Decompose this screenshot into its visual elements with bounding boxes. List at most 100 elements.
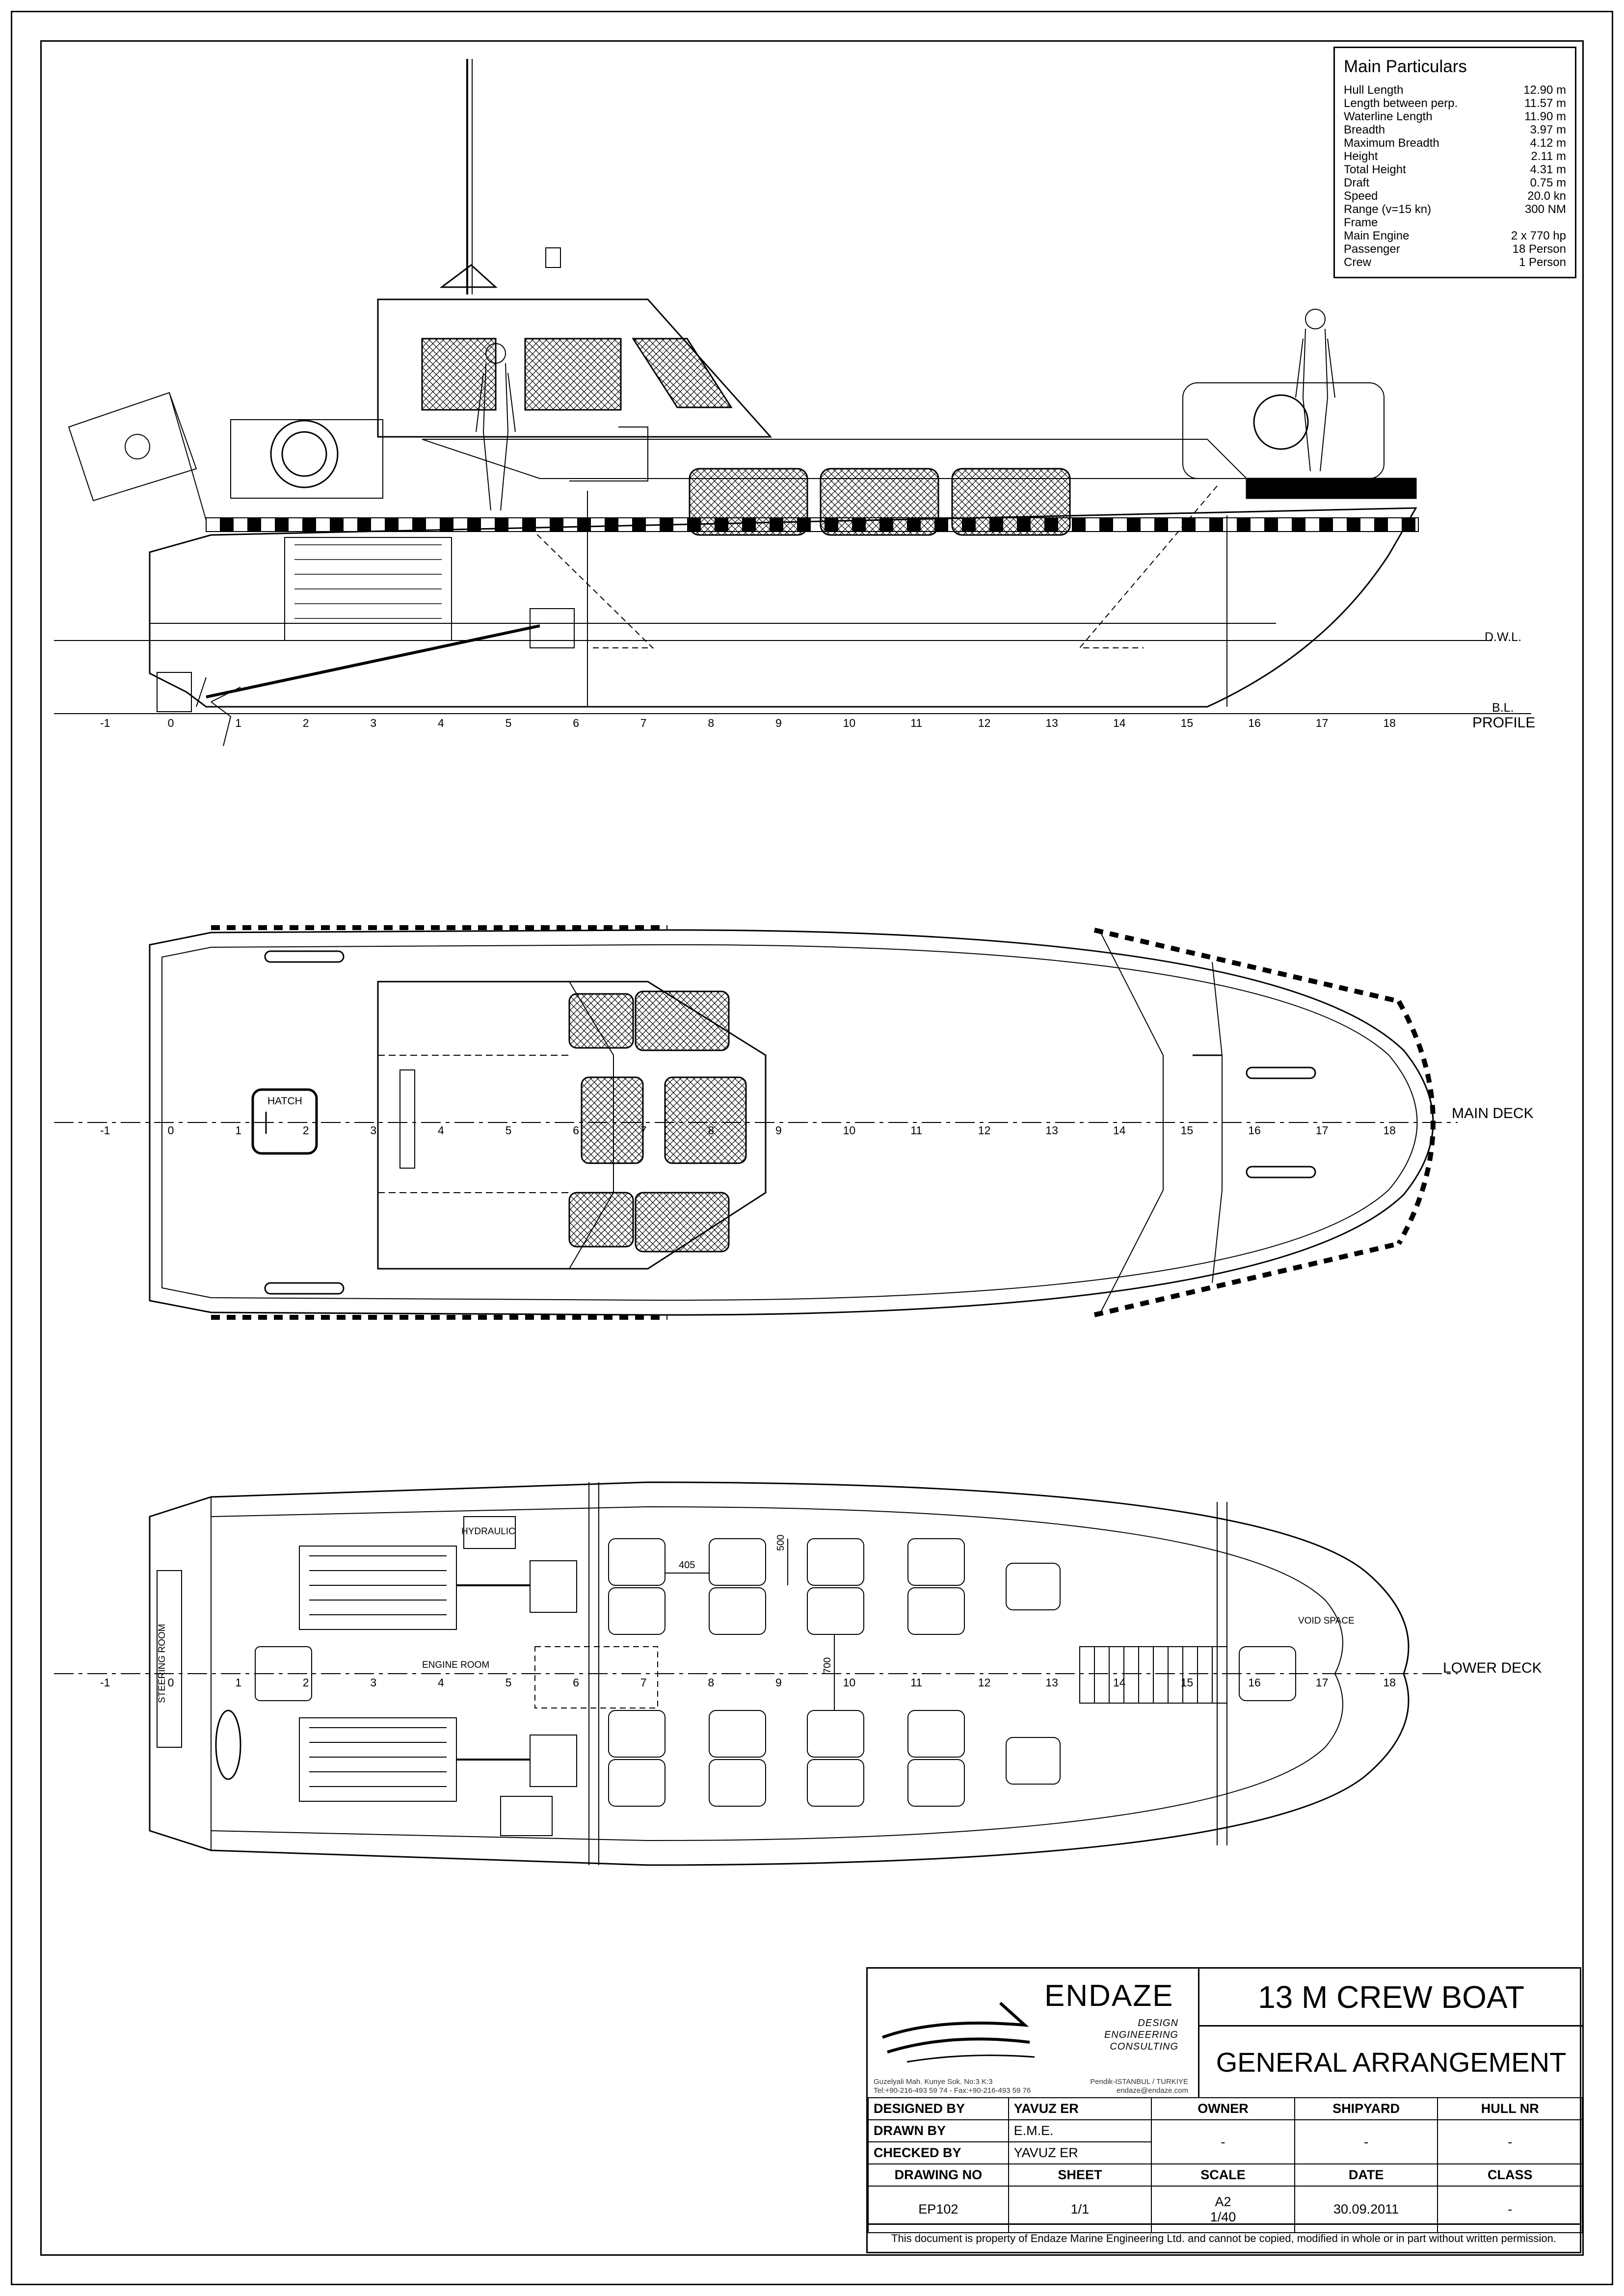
tagline-1: DESIGN xyxy=(1138,2018,1178,2029)
roof-window-2 xyxy=(635,990,730,1051)
company-contact: Pendik-ISTANBUL / TURKIYE endaze@endaze.… xyxy=(1090,2078,1188,2095)
bl-label: B.L. xyxy=(1492,701,1514,715)
person-figure-1 xyxy=(476,343,516,511)
aft-lifebuoy xyxy=(270,420,339,488)
lower-deck-frame-number: 4 xyxy=(438,1676,444,1689)
profile-frame-number: 18 xyxy=(1383,717,1396,729)
outer-border xyxy=(11,11,1613,2285)
window-3 xyxy=(632,338,733,408)
drawn-by-label: DRAWN BY xyxy=(868,2119,1009,2142)
particular-label: Height xyxy=(1344,150,1378,163)
aft-rail xyxy=(230,419,383,499)
lower-deck-frame-number: 17 xyxy=(1315,1676,1329,1689)
profile-frame-number: 7 xyxy=(640,717,647,729)
person-figure-2 xyxy=(1295,309,1335,472)
main-deck-frame-number: 3 xyxy=(370,1124,377,1137)
propeller-shaft xyxy=(206,624,540,698)
particular-label: Main Engine xyxy=(1344,229,1410,242)
particular-value: 11.90 m xyxy=(1524,110,1566,123)
project-title: 13 M CREW BOAT xyxy=(1199,1969,1583,2027)
lower-deck-frame-number: 14 xyxy=(1113,1676,1126,1689)
particular-label: Crew xyxy=(1344,256,1372,269)
particular-label: Speed xyxy=(1344,189,1378,203)
profile-frame-number: 6 xyxy=(573,717,579,729)
particular-value: 2.11 m xyxy=(1531,150,1566,163)
main-deck-frame-number: 1 xyxy=(235,1124,241,1137)
date-value: 30.09.2011 xyxy=(1294,2186,1438,2233)
lower-deck-frame-number: 18 xyxy=(1383,1676,1396,1689)
main-deck-frame-number: 12 xyxy=(978,1124,991,1137)
rudder xyxy=(157,672,192,712)
main-deck-frame-number: 16 xyxy=(1248,1124,1261,1137)
void-hatch xyxy=(1239,1646,1296,1701)
particular-row: Waterline Length 11.90 m xyxy=(1344,110,1566,123)
particular-value: 4.12 m xyxy=(1530,136,1566,150)
particular-label: Hull Length xyxy=(1344,83,1404,97)
lower-deck-frame-number: 10 xyxy=(843,1676,856,1689)
lower-deck-frame-number: 16 xyxy=(1248,1676,1261,1689)
hull-nr-value: - xyxy=(1437,2119,1583,2164)
drawing-no-value: EP102 xyxy=(868,2186,1009,2233)
lower-deck-frame-number: 3 xyxy=(370,1676,377,1689)
particular-row: Range (v=15 kn)300 NM xyxy=(1344,203,1566,216)
particular-value: 3.97 m xyxy=(1530,123,1566,136)
lower-deck-view xyxy=(54,1481,1458,1866)
tank-box xyxy=(255,1646,312,1701)
particular-label: Frame xyxy=(1344,216,1378,229)
particular-value: 18 Person xyxy=(1512,242,1566,256)
owner-label: OWNER xyxy=(1151,2097,1295,2120)
lower-deck-frame-number: 7 xyxy=(640,1676,647,1689)
main-deck-frame-number: 17 xyxy=(1315,1124,1329,1137)
shipyard-value: - xyxy=(1294,2119,1438,2164)
main-deck-frame-number: -1 xyxy=(100,1124,110,1137)
scale-value: A2 1/40 xyxy=(1151,2186,1295,2233)
bow-lifebuoy xyxy=(1253,394,1309,450)
designed-by-label: DESIGNED BY xyxy=(868,2097,1009,2120)
particular-label: Breadth xyxy=(1344,123,1385,136)
lower-deck-frame-number: 12 xyxy=(978,1676,991,1689)
particular-row: Height 2.11 m xyxy=(1344,150,1566,163)
roof-window-1 xyxy=(568,993,634,1049)
profile-view-label: PROFILE xyxy=(1472,715,1536,731)
particular-value: 11.57 m xyxy=(1524,97,1566,110)
lower-deck-frame-number: -1 xyxy=(100,1676,110,1689)
sheet-label: SHEET xyxy=(1008,2163,1152,2187)
fender-stripe xyxy=(206,517,1419,532)
drawn-by-value: E.M.E. xyxy=(1008,2119,1152,2142)
particular-row: Length between perp. 11.57 m xyxy=(1344,97,1566,110)
hull-nr-label: HULL NR xyxy=(1437,2097,1583,2120)
lower-deck-frame-number: 8 xyxy=(708,1676,715,1689)
rudder-stock xyxy=(215,1709,241,1780)
particular-row: Breadth 3.97 m xyxy=(1344,123,1566,136)
owner-value: - xyxy=(1151,2119,1295,2164)
profile-view xyxy=(54,59,1531,747)
main-deck-frame-number: 15 xyxy=(1180,1124,1194,1137)
engine-profile xyxy=(284,537,452,641)
battery-box xyxy=(500,1796,553,1836)
main-deck-frame-number: 7 xyxy=(640,1124,647,1137)
particular-label: Length between perp. xyxy=(1344,97,1458,110)
engine-room-label: ENGINE ROOM xyxy=(422,1660,490,1670)
lower-deck-view-label: LOWER DECK xyxy=(1443,1660,1542,1676)
shipyard-label: SHIPYARD xyxy=(1294,2097,1438,2120)
particular-row: Frame xyxy=(1344,216,1566,229)
flag xyxy=(68,392,207,521)
main-deck-frame-number: 5 xyxy=(505,1124,512,1137)
main-deck-view xyxy=(54,925,1458,1320)
particular-label: Waterline Length xyxy=(1344,110,1433,123)
particular-label: Total Height xyxy=(1344,163,1406,176)
date-label: DATE xyxy=(1294,2163,1438,2187)
profile-frame-number: 17 xyxy=(1315,717,1329,729)
profile-frame-number: 3 xyxy=(370,717,377,729)
main-deck-frame-number: 4 xyxy=(438,1124,444,1137)
lower-deck-frame-number: 0 xyxy=(167,1676,174,1689)
sheet-value: 1/1 xyxy=(1008,2186,1152,2233)
class-value: - xyxy=(1437,2186,1583,2233)
